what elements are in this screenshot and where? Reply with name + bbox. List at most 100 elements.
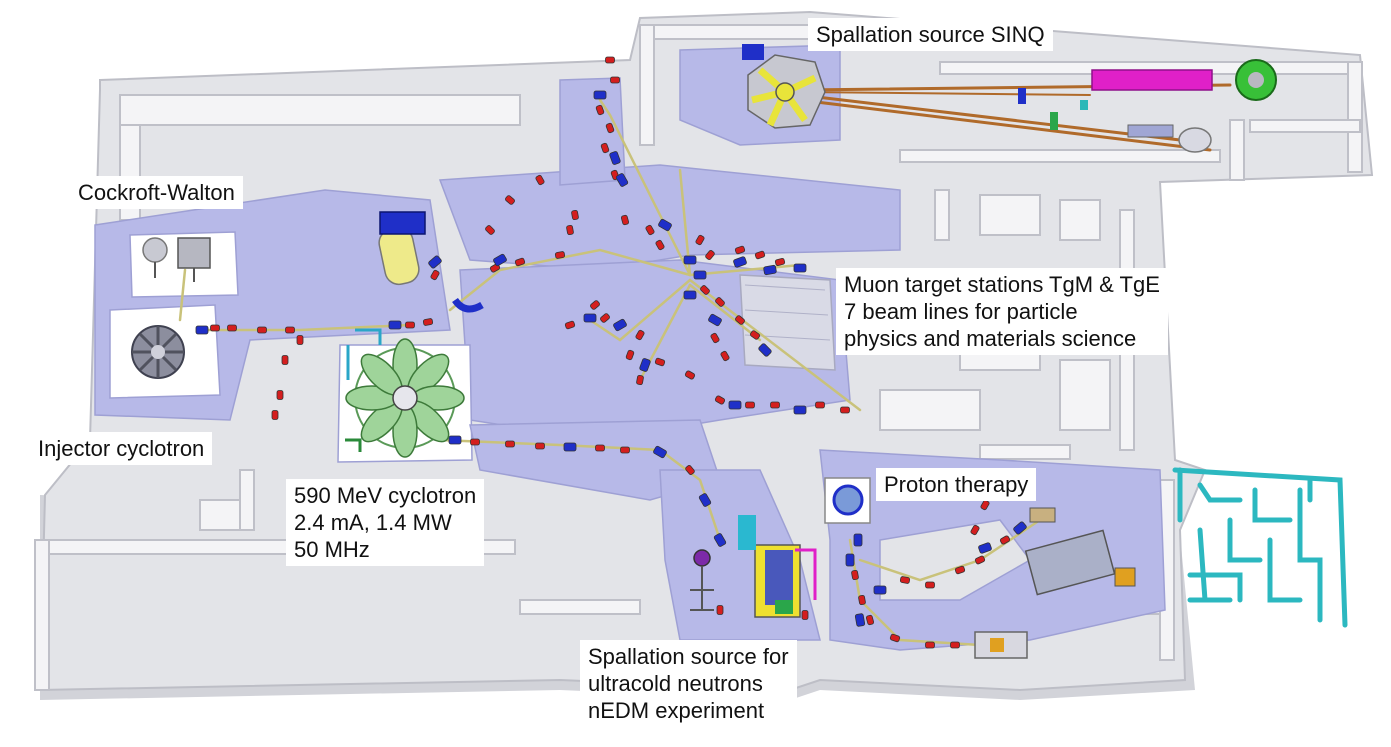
dipole-magnet-icon-group xyxy=(195,90,1027,627)
quadrupole-magnet-icon xyxy=(535,174,545,186)
ucn-magenta-pipe xyxy=(795,548,817,600)
quadrupole-magnet-icon xyxy=(271,410,279,420)
label-proton-therapy: Proton therapy xyxy=(876,468,1037,501)
quadrupole-magnet-icon xyxy=(749,330,761,340)
cw-sphere-icon xyxy=(142,237,168,263)
quadrupole-magnet-icon xyxy=(590,300,600,310)
quadrupole-magnet-icon xyxy=(734,245,746,255)
dipole-magnet-icon xyxy=(615,173,629,187)
beam-line-sinq-3 xyxy=(798,98,1212,152)
dipole-magnet-icon xyxy=(1013,521,1027,535)
quadrupole-magnet-icon xyxy=(770,401,780,409)
wall-block xyxy=(1059,359,1111,431)
comet-cyclotron-icon xyxy=(832,484,864,516)
nedm-experiment-icon xyxy=(693,549,711,567)
wall-block xyxy=(119,94,521,126)
dipole-magnet-icon xyxy=(793,263,807,273)
quadrupole-magnet-icon xyxy=(600,142,610,154)
dipole-magnet-icon xyxy=(854,613,866,627)
wall-block xyxy=(879,389,981,431)
sinq-magenta-instrument xyxy=(1091,69,1213,91)
quadrupole-magnet-icon xyxy=(514,257,526,267)
ucn-blue-shield xyxy=(765,550,793,605)
dipole-magnet-icon xyxy=(639,358,651,372)
beam-line-sinq-2 xyxy=(798,93,1182,142)
quadrupole-magnet-icon xyxy=(485,225,495,235)
target-arc-magnet xyxy=(452,297,484,313)
ring-rf-feed xyxy=(346,328,382,380)
quadrupole-magnet-icon xyxy=(654,357,666,367)
teal-wall xyxy=(1227,487,1293,563)
dipole-magnet-icon xyxy=(428,255,442,269)
label-line: Spallation source SINQ xyxy=(816,22,1045,47)
quadrupole-magnet-icon xyxy=(801,610,809,620)
quadrupole-magnet-icon xyxy=(695,234,705,246)
quadrupole-magnet-icon xyxy=(655,239,665,251)
ring-sector-magnets xyxy=(345,338,465,458)
dipole-magnet-icon xyxy=(793,405,807,415)
quadrupole-magnet-icon xyxy=(620,214,630,226)
label-line: Proton therapy xyxy=(884,472,1029,497)
beam-line-se xyxy=(688,283,762,342)
quadrupole-magnet-icon xyxy=(899,576,911,584)
quadrupole-magnet-icon xyxy=(505,195,515,205)
quadrupole-magnet-icon xyxy=(685,465,695,475)
sinq-grey-instrument xyxy=(1127,124,1174,138)
quadrupole-magnet-icon xyxy=(610,76,620,84)
dipole-magnet-icon xyxy=(683,255,697,265)
quadrupole-magnet-icon xyxy=(754,250,766,260)
therapy-orange-element xyxy=(1114,567,1136,587)
dipole-magnet-icon xyxy=(493,253,507,267)
dipole-magnet-icon xyxy=(683,290,697,300)
beam-line-to-targets xyxy=(448,248,692,312)
dipole-magnet-icon xyxy=(713,533,727,547)
quadrupole-magnet-icon xyxy=(285,326,295,334)
magnets xyxy=(195,56,1027,649)
dipole-magnet-icon xyxy=(653,445,667,459)
gantry-3-core xyxy=(990,638,1004,652)
wall-block xyxy=(1229,119,1245,181)
label-ucn-source: Spallation source for ultracold neutrons… xyxy=(580,640,797,727)
beam-line-sinq-4 xyxy=(799,91,1091,96)
dipole-magnet-icon xyxy=(693,270,707,280)
label-muon-target-stations: Muon target stations TgM & TgE 7 beam li… xyxy=(836,268,1168,355)
beam-line-therapy xyxy=(848,538,982,647)
quadrupole-magnet-icon xyxy=(430,269,440,281)
wall-block xyxy=(1249,119,1361,133)
proton-therapy-icon xyxy=(824,477,1136,659)
quadrupole-magnet-icon xyxy=(735,315,745,325)
quadrupole-magnet-icon xyxy=(716,605,724,615)
quadrupole-magnet-icon xyxy=(645,224,655,236)
wall-block xyxy=(1347,61,1363,173)
teal-wall xyxy=(1187,477,1313,603)
quadrupole-magnet-icon xyxy=(635,329,645,341)
sinq-small-instrument xyxy=(1080,100,1088,110)
ring-cyclotron-icon xyxy=(345,328,465,458)
quadrupole-magnet-icon xyxy=(999,535,1011,545)
quadrupole-magnet-icon xyxy=(970,524,980,536)
quadrupole-magnet-icon xyxy=(715,297,725,307)
dipole-magnet-icon xyxy=(873,585,887,595)
label-cockcroft-walton: Cockroft-Walton xyxy=(70,176,243,209)
quadrupole-magnet-icon xyxy=(980,499,990,511)
quadrupole-magnet-icon xyxy=(281,355,289,365)
ring-rf-feed-2 xyxy=(345,438,362,452)
nedm-stand xyxy=(690,566,714,611)
label-line: nEDM experiment xyxy=(588,698,765,723)
dipole-magnet-icon xyxy=(195,325,209,335)
cockcroft-walton-icon xyxy=(142,237,211,282)
quadrupole-magnet-icon xyxy=(257,326,267,334)
quadrupole-magnet-icon xyxy=(296,335,304,345)
quadrupole-magnet-icon xyxy=(276,390,284,400)
quadrupole-magnet-icon xyxy=(571,209,579,221)
injector-core xyxy=(151,345,165,359)
quadrupole-magnet-icon xyxy=(925,641,935,649)
quadrupole-magnet-icon xyxy=(564,320,576,330)
label-line: 50 MHz xyxy=(294,537,370,562)
dipole-magnet-icon xyxy=(593,90,607,100)
dipole-magnet-icon xyxy=(609,151,621,165)
quadrupole-magnet-icon xyxy=(422,318,434,326)
dipole-magnet-icon xyxy=(658,218,672,232)
tunnel-neutron-hall-corridor xyxy=(559,77,626,186)
